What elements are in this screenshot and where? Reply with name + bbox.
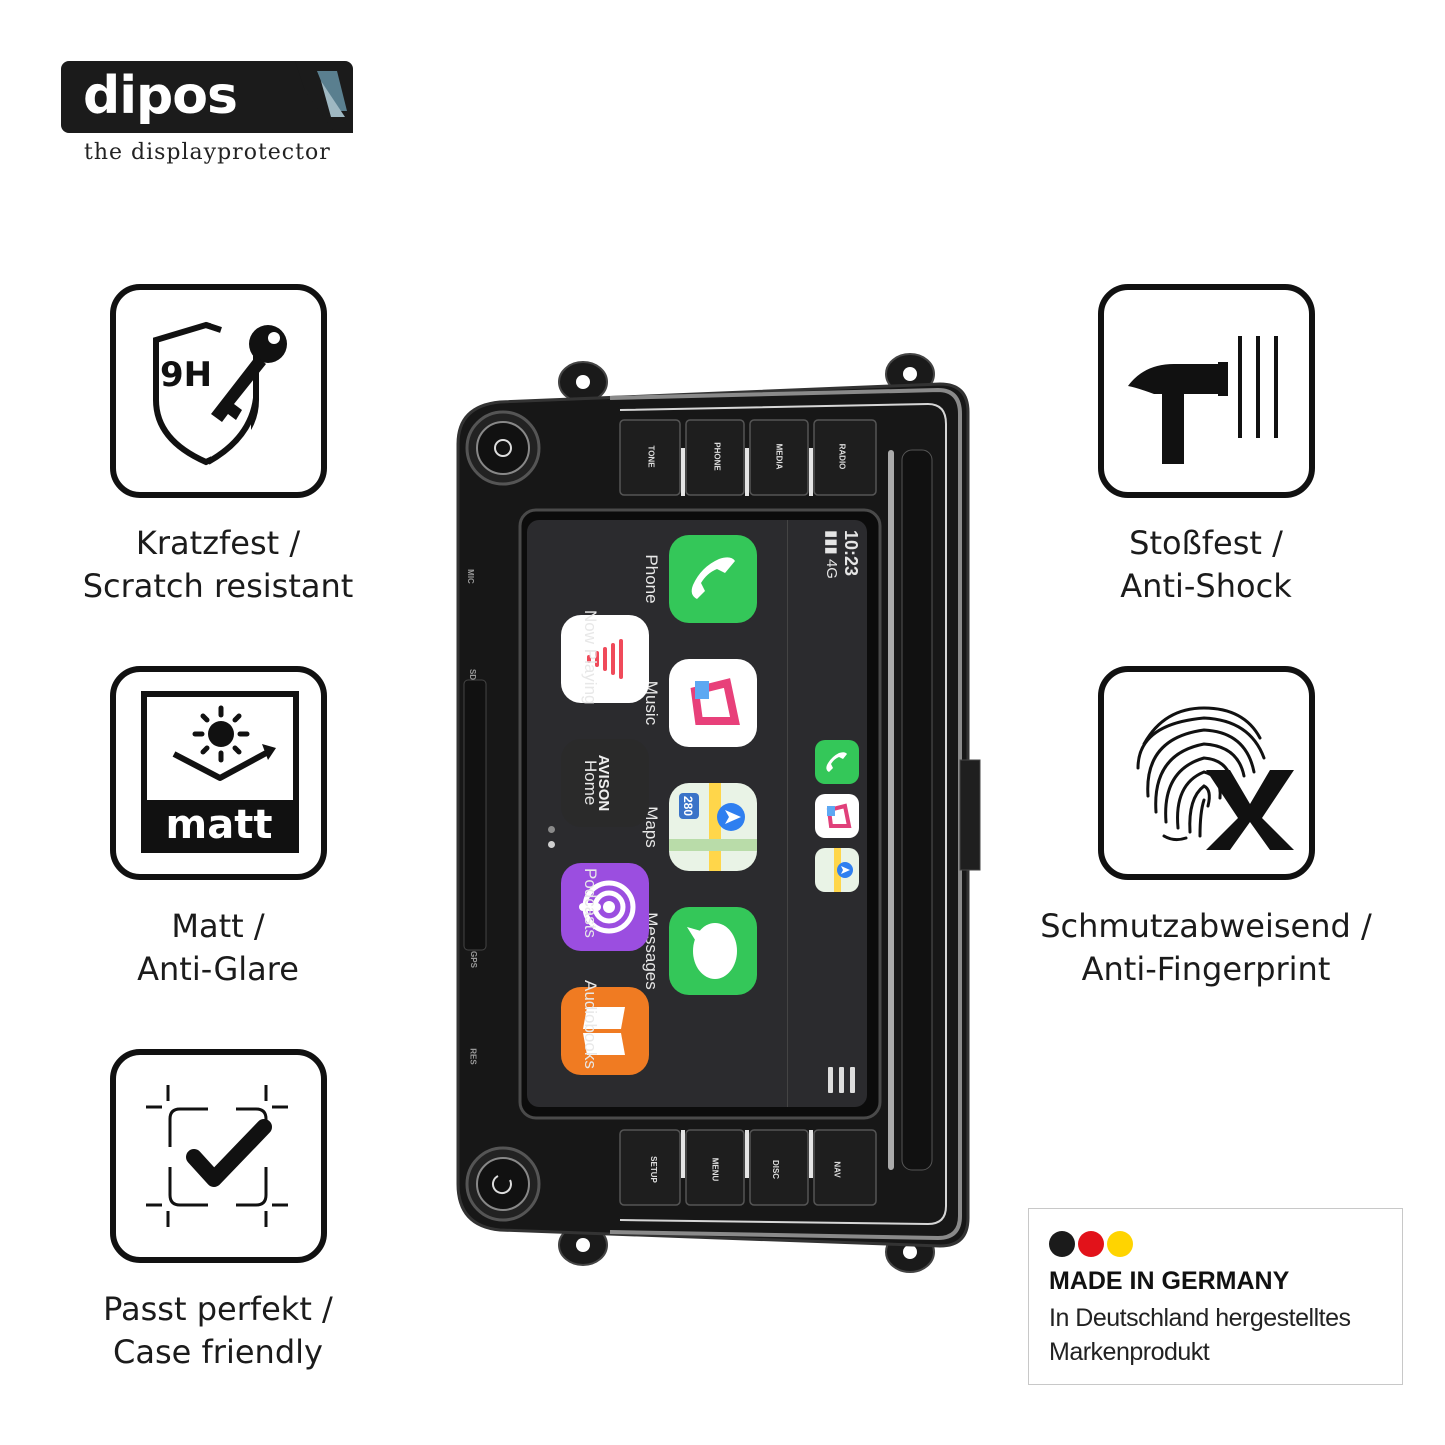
feature-shock-line2: Anti-Shock [1120, 567, 1292, 605]
maps-shield-text: 280 [681, 796, 695, 816]
app-phone-label: Phone [642, 554, 661, 604]
matt-icon-text: matt [166, 802, 273, 848]
sun-glare-icon: matt [141, 691, 299, 853]
feature-fingerprint-icon-box [1098, 666, 1315, 880]
app-messages-label: Messages [642, 912, 661, 990]
messages-icon [669, 907, 757, 995]
made-in-germany-badge: MADE IN GERMANY In Deutschland hergestel… [1028, 1208, 1403, 1385]
feature-fit-label: Passt perfekt / Case friendly [38, 1288, 398, 1374]
shield-key-icon: 9H [153, 320, 287, 470]
carplay-dock: 10:23 ▮▮▮ 4G [787, 520, 867, 1107]
page-indicator [548, 826, 558, 866]
side-label-res: RES [468, 1048, 478, 1065]
feature-fit-icon-box [110, 1049, 327, 1263]
app-maps[interactable]: 280 Maps [641, 782, 757, 872]
made-in-germany-title: MADE IN GERMANY [1049, 1267, 1290, 1295]
dock-maps-icon[interactable] [815, 848, 859, 892]
made-in-germany-subtitle: In Deutschland hergestelltes Markenprodu… [1049, 1301, 1351, 1369]
network-type: 4G [823, 558, 840, 579]
made-in-germany-line2: Markenprodukt [1049, 1338, 1210, 1366]
carplay-screen[interactable]: 10:23 ▮▮▮ 4G Phon [527, 520, 867, 1107]
hw-button-radio[interactable]: RADIO [837, 443, 847, 470]
feature-fit-line2: Case friendly [113, 1333, 323, 1371]
hw-button-disc[interactable]: DISC [771, 1159, 781, 1180]
flag-dot-red [1078, 1231, 1104, 1257]
hw-button-tone[interactable]: TONE [646, 445, 656, 468]
phone-icon [669, 535, 757, 623]
feature-fingerprint-line1: Schmutzabweisend / [1040, 907, 1372, 945]
dock-music-icon[interactable] [815, 794, 859, 838]
music-icon [669, 659, 757, 747]
hw-button-setup[interactable]: SETUP [648, 1156, 658, 1183]
feature-fingerprint-label: Schmutzabweisend / Anti-Fingerprint [1026, 905, 1386, 991]
feature-scratch-icon-box: 9H [110, 284, 327, 498]
hw-button-menu[interactable]: MENU [710, 1157, 720, 1182]
side-label-sd: SD [468, 668, 478, 681]
side-label-mic: MIC [465, 569, 475, 584]
logo-wordmark: dipos [83, 66, 238, 126]
hw-button-nav[interactable]: NAV [832, 1161, 842, 1178]
flag-dot-gold [1107, 1231, 1133, 1257]
fingerprint-x-icon [1136, 706, 1294, 850]
feature-scratch-line2: Scratch resistant [82, 567, 354, 605]
feature-fit-line1: Passt perfekt / [103, 1290, 333, 1328]
feature-matt-line2: Anti-Glare [137, 950, 299, 988]
feature-matt-icon-box: matt [110, 666, 327, 880]
feature-shock-icon-box [1098, 284, 1315, 498]
logo-tagline: the displayprotector [84, 140, 331, 165]
app-music-label: Music [642, 680, 661, 726]
feature-fingerprint-line2: Anti-Fingerprint [1081, 950, 1331, 988]
app-grid: Phone Music 280 Maps Messages [527, 520, 787, 1107]
side-label-gps: GPS [468, 951, 478, 968]
clock: 10:23 [841, 530, 861, 577]
feature-shock-line1: Stoßfest / [1129, 524, 1283, 562]
app-phone[interactable]: Phone [641, 534, 757, 624]
hammer-icon [1128, 336, 1278, 464]
checkmark-frame-icon [146, 1085, 288, 1227]
app-maps-label: Maps [642, 806, 661, 848]
feature-scratch-line1: Kratzfest / [135, 524, 301, 562]
made-in-germany-line1: In Deutschland hergestelltes [1049, 1304, 1351, 1332]
maps-icon: 280 [669, 783, 757, 871]
feature-scratch-label: Kratzfest / Scratch resistant [38, 522, 398, 608]
hw-button-phone[interactable]: PHONE [712, 442, 722, 471]
dock-phone-icon[interactable] [815, 740, 859, 784]
feature-matt-line1: Matt / [171, 907, 265, 945]
feature-shock-label: Stoßfest / Anti-Shock [1026, 522, 1386, 608]
grid-menu-icon[interactable] [825, 1067, 855, 1093]
hardness-9h-text: 9H [160, 355, 212, 395]
dipos-logo: dipos [61, 61, 353, 133]
app-music[interactable]: Music [641, 658, 757, 748]
flag-dot-black [1049, 1231, 1075, 1257]
signal-indicator: ▮▮▮ 4G [823, 530, 840, 579]
app-messages[interactable]: Messages [641, 906, 757, 996]
logo-corner-fold-icon [295, 61, 353, 133]
feature-matt-label: Matt / Anti-Glare [38, 905, 398, 991]
hw-button-media[interactable]: MEDIA [774, 443, 784, 470]
